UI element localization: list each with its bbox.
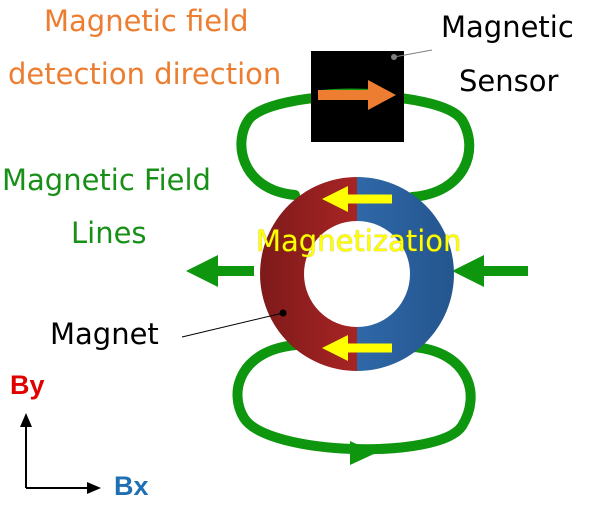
detection-arrowhead: [368, 80, 396, 110]
axis-x-arrowhead: [87, 482, 101, 494]
magnetization-arrowhead-bottom: [322, 335, 348, 361]
detection-direction-label-line2: detection direction: [8, 57, 282, 91]
field-arrowhead-left: [186, 255, 218, 287]
magnet-label: Magnet: [50, 317, 159, 351]
axis-y-label: By: [10, 370, 45, 400]
magnet-left-half: [260, 177, 357, 371]
field-lines-label-line1: Magnetic Field: [2, 163, 211, 197]
sensor-leader-dot: [391, 54, 397, 60]
field-arrowhead-right: [452, 255, 484, 287]
magnetization-arrowhead-top: [322, 186, 348, 212]
sensor-label-line2: Sensor: [459, 64, 559, 98]
field-lines-label-line2: Lines: [71, 216, 147, 250]
sensor-leader-line: [393, 49, 433, 58]
detection-direction-label-line1: Magnetic field: [44, 4, 249, 38]
axis-y-arrowhead: [20, 413, 32, 427]
sensor-label-line1: Magnetic: [441, 10, 574, 44]
magnet-leader-line: [181, 312, 284, 338]
magnetization-label: Magnetization: [256, 224, 462, 258]
magnet-leader-dot: [279, 309, 287, 317]
axis-x-label: Bx: [114, 471, 149, 501]
magnet-right-half: [357, 177, 454, 371]
field-line-arrowhead-bottom: [350, 441, 376, 465]
